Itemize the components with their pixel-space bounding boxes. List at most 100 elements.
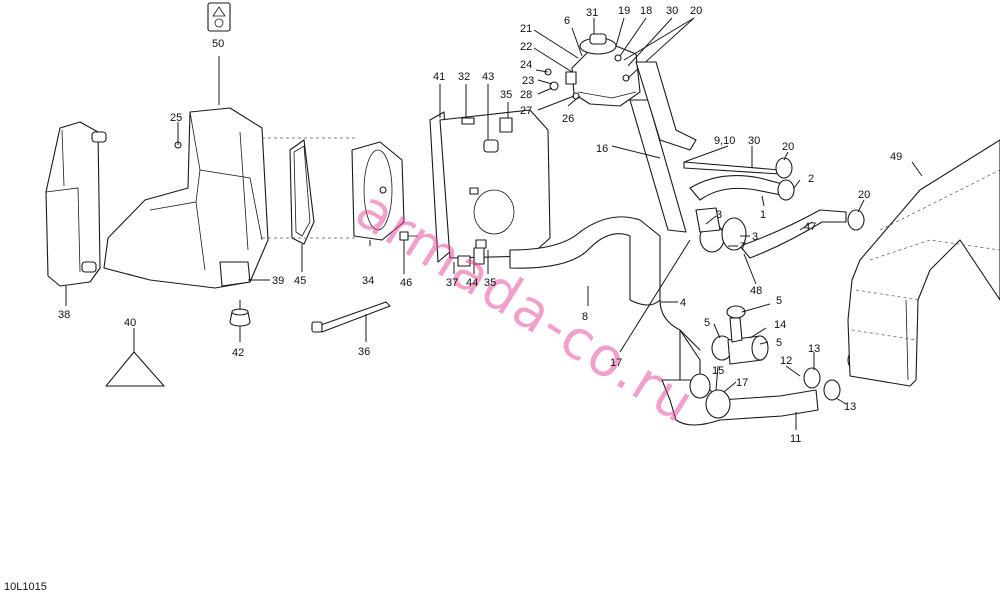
leader-17b — [619, 239, 691, 353]
leader-2 — [793, 179, 801, 189]
callout-20a: 20 — [690, 5, 702, 17]
callout-5a: 5 — [776, 295, 782, 307]
part-41-radiator — [429, 109, 551, 267]
callout-42: 42 — [232, 347, 244, 359]
callout-35b: 35 — [484, 277, 496, 289]
leader-28 — [537, 87, 553, 95]
leader-20a — [623, 17, 695, 61]
part-38-side-panel — [45, 121, 107, 287]
callout-32: 32 — [458, 71, 470, 83]
callout-9-10: 9,10 — [714, 135, 735, 147]
leader-27 — [537, 95, 575, 111]
callout-3b: 3 — [752, 231, 758, 243]
callout-12: 12 — [780, 355, 792, 367]
diagram-id: 10L1015 — [4, 581, 47, 593]
callout-44: 44 — [466, 277, 478, 289]
callout-26: 26 — [562, 113, 574, 125]
leader-30a — [627, 17, 673, 67]
callout-39: 39 — [272, 275, 284, 287]
part-2-clamp — [777, 179, 795, 201]
part-39-fan-housing — [103, 107, 269, 289]
leader-17a — [723, 381, 737, 393]
callout-28: 28 — [520, 89, 532, 101]
part-45-gasket — [289, 139, 315, 245]
leader-5b — [713, 323, 721, 339]
callout-14: 14 — [774, 319, 786, 331]
leader-19 — [615, 17, 625, 47]
part-14-tee — [711, 305, 769, 365]
callout-2: 2 — [808, 173, 814, 185]
callout-21: 21 — [520, 23, 532, 35]
callout-35a: 35 — [500, 89, 512, 101]
callout-8: 8 — [582, 311, 588, 323]
leader-20c — [783, 151, 789, 161]
callout-30b: 30 — [748, 135, 760, 147]
callout-47: 47 — [804, 221, 816, 233]
part-49-body-panel — [847, 139, 1000, 387]
part-20-clamp — [775, 157, 865, 231]
callout-17a: 17 — [736, 377, 748, 389]
leader-14 — [749, 327, 767, 339]
part-30-tube — [683, 161, 781, 175]
leader-12 — [785, 365, 801, 377]
leader-6 — [571, 27, 583, 57]
callout-38: 38 — [58, 309, 70, 321]
callout-20c: 20 — [858, 189, 870, 201]
leader-3a — [705, 215, 717, 225]
callout-43: 43 — [482, 71, 494, 83]
callout-46: 46 — [400, 277, 412, 289]
callout-24: 24 — [520, 59, 532, 71]
part-6-coolant-tank — [544, 33, 641, 107]
leader-5c — [759, 341, 769, 345]
callout-36: 36 — [358, 346, 370, 358]
callout-41: 41 — [433, 71, 445, 83]
callout-20b: 20 — [782, 141, 794, 153]
callout-6: 6 — [564, 15, 570, 27]
part-1-hose — [689, 175, 791, 201]
callout-5c: 5 — [776, 337, 782, 349]
leader-9-10 — [683, 145, 729, 163]
leader-24 — [535, 69, 549, 73]
callout-27: 27 — [520, 105, 532, 117]
callout-49: 49 — [890, 151, 902, 163]
callout-18: 18 — [640, 5, 652, 17]
leader-13b — [835, 397, 847, 405]
leader-16 — [611, 145, 661, 159]
callout-19: 19 — [618, 5, 630, 17]
callout-labels: 50 25 38 39 42 45 34 46 36 40 41 32 43 3… — [58, 5, 902, 445]
callout-4: 4 — [680, 297, 686, 309]
callout-5b: 5 — [704, 317, 710, 329]
leader-26 — [567, 95, 581, 107]
callout-48: 48 — [750, 285, 762, 297]
leader-22 — [533, 47, 573, 73]
callout-45: 45 — [294, 275, 306, 287]
part-47-hose — [739, 209, 847, 259]
leader-5a — [741, 303, 771, 313]
callout-23: 23 — [522, 75, 534, 87]
part-42-rubber-mount — [229, 308, 251, 327]
callout-50: 50 — [212, 38, 224, 50]
part-8-hose — [509, 216, 661, 306]
leader-23 — [537, 79, 553, 85]
leader-1 — [761, 195, 765, 207]
callout-3a: 3 — [716, 209, 722, 221]
callout-30a: 30 — [666, 5, 678, 17]
callout-11: 11 — [790, 433, 801, 445]
callout-17b: 17 — [610, 357, 622, 369]
part-3-fitting — [695, 207, 747, 253]
callout-34: 34 — [362, 275, 374, 287]
leader-18 — [619, 17, 647, 57]
callout-40: 40 — [124, 317, 136, 329]
callout-37: 37 — [446, 277, 458, 289]
callout-7: 7 — [740, 241, 746, 253]
leader-15 — [715, 365, 719, 391]
callout-13b: 13 — [844, 401, 856, 413]
leader-20d — [857, 199, 865, 213]
part-16-hose — [629, 99, 687, 233]
leader-49 — [911, 161, 923, 177]
part-16-hose-b — [635, 61, 697, 151]
callout-13a: 13 — [808, 343, 820, 355]
callout-22: 22 — [520, 41, 532, 53]
warning-label-icon — [207, 2, 231, 32]
